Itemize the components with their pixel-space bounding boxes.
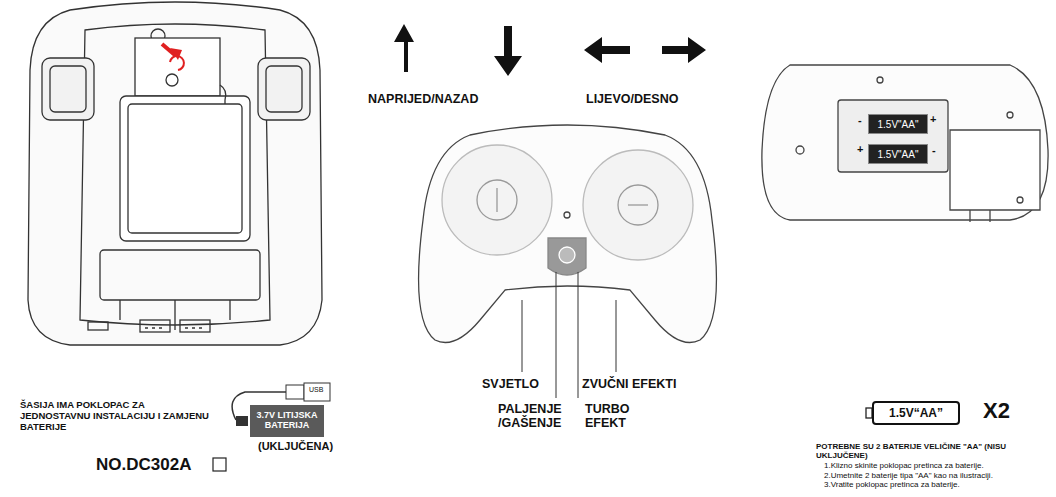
node-text: 1.5V"AA" bbox=[877, 149, 918, 160]
remote-front bbox=[419, 125, 717, 343]
model-number: NO.DC302A bbox=[96, 455, 191, 475]
car-chassis bbox=[28, 2, 322, 345]
button-label: ZVUČNI EFEKTI bbox=[582, 377, 676, 391]
polarity-sign: - bbox=[858, 114, 862, 127]
usb-text: USB bbox=[309, 386, 323, 394]
note-text: (UKLJUČENA) bbox=[258, 440, 333, 453]
control-label: NAPRIJED/NAZAD bbox=[368, 92, 478, 106]
node-text: 3.7V LITIJSKA BATERIJA bbox=[254, 411, 320, 431]
checkbox bbox=[213, 458, 226, 471]
node-text: 1.5V"AA" bbox=[877, 119, 918, 130]
battery-cell: 1.5V"AA" bbox=[868, 144, 928, 164]
button-label: TURBO EFEKT bbox=[585, 402, 645, 431]
direction-arrows bbox=[394, 24, 706, 76]
polarity-sign: - bbox=[932, 144, 936, 157]
note-text: POTREBNE SU 2 BATERIJE VELIČINE "AA" (NI… bbox=[816, 442, 1026, 460]
button-label: SVJETLO bbox=[482, 377, 539, 391]
polarity-sign: + bbox=[930, 113, 936, 126]
remote-back bbox=[762, 65, 1048, 222]
instruction-step: 1.Klizno skinite poklopac pretinca za ba… bbox=[824, 461, 1024, 470]
note-text: ŠASIJA IMA POKLOPAC ZA JEDNOSTAVNU INSTA… bbox=[20, 400, 210, 433]
battery-pack: 3.7V LITIJSKA BATERIJA bbox=[250, 405, 324, 437]
control-label: LIJEVO/DESNO bbox=[586, 92, 678, 106]
battery-cell: 1.5V"AA" bbox=[868, 114, 928, 134]
button-label: PALJENJE /GAŠENJE bbox=[498, 402, 584, 431]
quantity: X2 bbox=[983, 398, 1010, 423]
instruction-step: 3.Vratite poklopac pretinca za baterije. bbox=[824, 480, 1024, 489]
node-text: 1.5V“AA” bbox=[889, 406, 943, 420]
red-clip bbox=[170, 56, 184, 70]
polarity-sign: + bbox=[857, 143, 863, 156]
instruction-step: 2.Umetnite 2 baterije tipa "AA" kao na i… bbox=[824, 471, 1024, 480]
battery-icon: 1.5V“AA” bbox=[872, 401, 960, 425]
